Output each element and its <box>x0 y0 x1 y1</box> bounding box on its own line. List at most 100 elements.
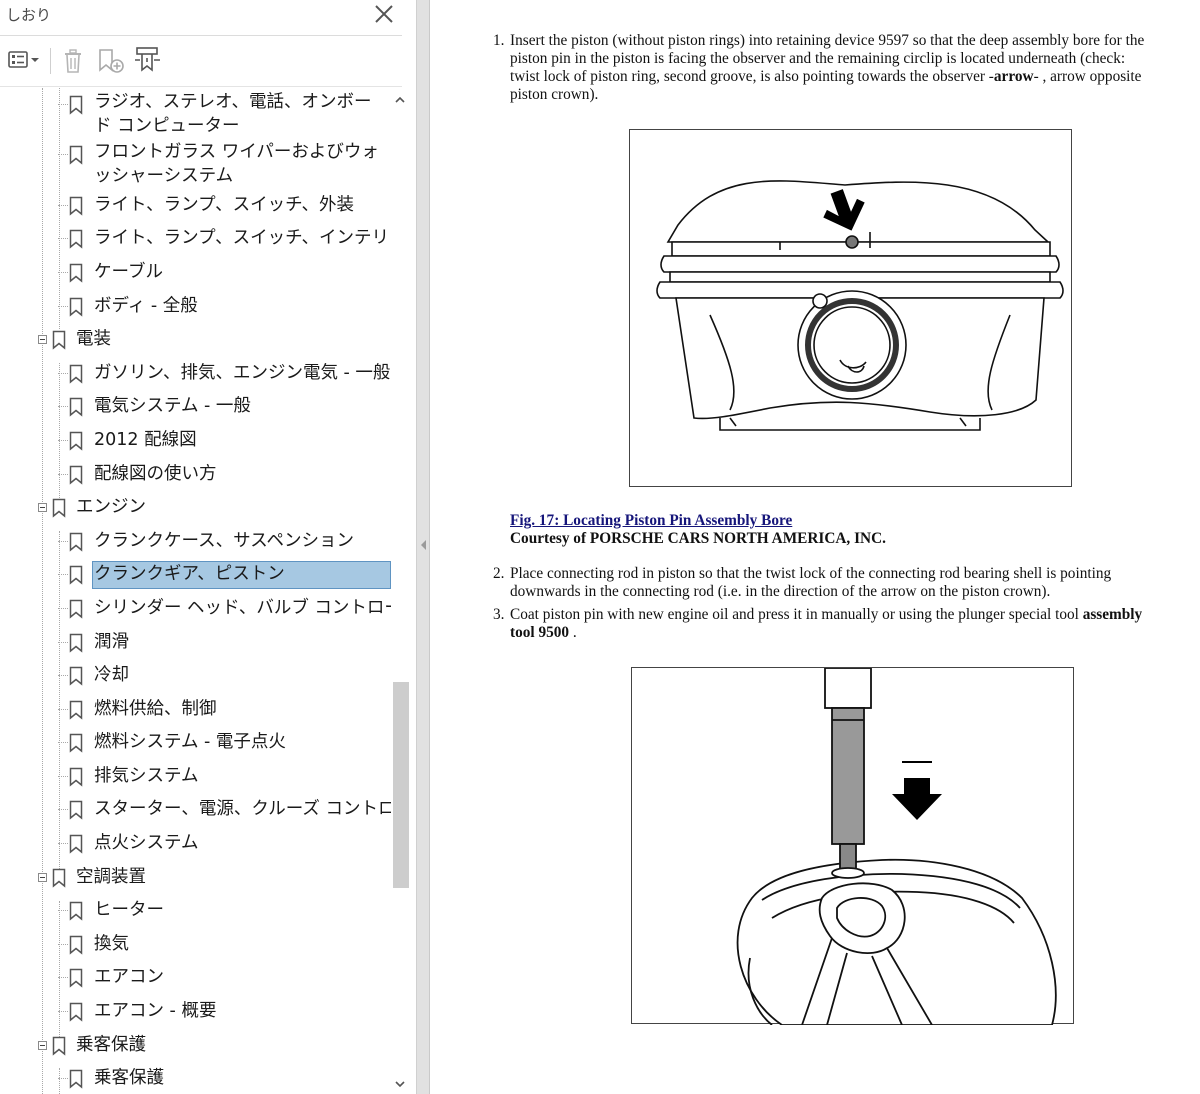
bookmark-label: ガソリン、排気、エンジン電気 - 一般 <box>94 362 391 383</box>
tree-branch-line <box>58 406 68 408</box>
bookmark-item[interactable]: 冷却 <box>0 659 392 693</box>
step-line: Place connecting rod in piston so that t… <box>510 565 1112 582</box>
bookmark-item[interactable]: ガソリン、排気、エンジン電気 - 一般 <box>0 357 392 391</box>
figure-assembly-tool <box>631 667 1074 1026</box>
delete-bookmark-icon[interactable] <box>60 44 86 76</box>
bookmark-item[interactable]: 燃料供給、制御 <box>0 693 392 727</box>
bookmark-item[interactable]: 配線図の使い方 <box>0 458 392 492</box>
bookmark-item[interactable]: 電気システム - 一般 <box>0 390 392 424</box>
document-page: 1. Insert the piston (without piston rin… <box>431 0 1200 1094</box>
toolbar-bottom-divider <box>0 86 402 87</box>
bookmark-item[interactable]: 排気システム <box>0 760 392 794</box>
bookmark-item[interactable]: ライト、ランプ、スイッチ、インテリア <box>0 222 392 256</box>
bookmark-label: クランクケース、サスペンション <box>94 530 355 551</box>
bookmark-icon <box>69 196 83 216</box>
bookmark-item[interactable]: 換気 <box>0 928 392 962</box>
collapse-toggle-icon[interactable] <box>38 1040 47 1050</box>
new-bookmark-icon[interactable] <box>96 44 126 76</box>
bookmark-tree: ラジオ、ステレオ、電話、オンボード コンピューターフロントガラス ワイパーおよび… <box>0 88 392 1094</box>
bookmark-label: 換気 <box>94 933 129 954</box>
step-number: 2. <box>493 565 505 582</box>
bookmark-item[interactable]: ヒーター <box>0 894 392 928</box>
bookmark-icon <box>69 800 83 821</box>
bookmark-group[interactable]: 空調装置 <box>0 861 392 895</box>
bookmark-item[interactable]: フロントガラス ワイパーおよびウォッシャーシステム <box>0 138 392 188</box>
bookmark-group[interactable]: エンジン <box>0 491 392 525</box>
step-line: piston crown). <box>510 86 599 103</box>
piston-illustration <box>656 180 1064 431</box>
bookmark-icon <box>52 868 66 888</box>
bookmark-item[interactable]: ライト、ランプ、スイッチ、外装 <box>0 189 392 223</box>
bookmark-icon <box>69 263 83 283</box>
bookmark-group[interactable]: 乗客保護 <box>0 1029 392 1063</box>
step-number: 3. <box>493 606 505 623</box>
bookmark-icon <box>69 901 83 921</box>
collapse-toggle-icon[interactable] <box>38 503 47 513</box>
tree-branch-line <box>58 910 68 912</box>
bookmark-item[interactable]: ラジオ、ステレオ、電話、オンボード コンピューター <box>0 88 392 138</box>
tree-branch-line <box>58 607 68 609</box>
bookmark-item[interactable]: クランクギア、ピストン <box>0 558 392 592</box>
figure-17-caption-link[interactable]: Fig. 17: Locating Piston Pin Assembly Bo… <box>510 512 793 529</box>
step-line: Coat piston pin with new engine oil and … <box>510 606 1142 624</box>
bookmark-icon <box>69 700 83 720</box>
bookmark-label: 2012 配線図 <box>94 429 197 450</box>
bookmark-item[interactable]: エアコン - 概要 <box>0 995 392 1029</box>
bookmark-icon <box>69 633 83 653</box>
bold-term: assembly <box>1082 606 1143 623</box>
collapse-toggle-icon[interactable] <box>38 872 47 882</box>
bookmark-item[interactable]: 潤滑 <box>0 626 392 660</box>
scroll-up-icon[interactable] <box>394 94 406 106</box>
bookmark-icon <box>69 229 83 249</box>
bookmark-label: ヒーター <box>94 900 164 921</box>
close-icon[interactable] <box>372 2 396 26</box>
bookmark-item[interactable]: スターター、電源、クルーズ コントロール <box>0 793 392 827</box>
bookmark-icon <box>69 364 83 384</box>
bookmark-icon <box>69 397 83 417</box>
bookmark-item[interactable]: シリンダー ヘッド、バルブ コントロール <box>0 592 392 626</box>
list-options-icon[interactable] <box>6 44 42 76</box>
bookmark-icon <box>69 666 83 686</box>
tree-branch-line <box>58 675 68 677</box>
bookmark-item[interactable]: クランクケース、サスペンション <box>0 525 392 559</box>
bookmark-item[interactable]: 燃料システム - 電子点火 <box>0 726 392 760</box>
step-text: Insert the piston (without piston rings)… <box>510 32 1144 104</box>
bookmark-icon <box>69 935 83 955</box>
collapse-panel-icon[interactable] <box>421 540 426 550</box>
figure-piston <box>629 129 1072 487</box>
bookmark-item[interactable]: ボディ - 全般 <box>0 290 392 324</box>
collapse-toggle-icon[interactable] <box>38 335 47 345</box>
scroll-down-icon[interactable] <box>394 1078 406 1090</box>
bookmark-item[interactable]: エアコン <box>0 961 392 995</box>
bookmark-label: 冷却 <box>94 665 129 686</box>
scrollbar-thumb[interactable] <box>393 682 409 888</box>
tree-branch-line <box>58 372 68 374</box>
toolbar-divider <box>50 48 51 74</box>
bookmark-toolbar <box>0 42 400 80</box>
panel-splitter[interactable] <box>416 0 430 1094</box>
text-run: Coat piston pin with new engine oil and … <box>510 606 1083 623</box>
bookmark-item[interactable]: 乗客保護 <box>0 1062 392 1094</box>
bookmark-group[interactable]: 電装 <box>0 323 392 357</box>
bookmark-item[interactable]: 点火システム <box>0 827 392 861</box>
tree-branch-line <box>58 574 68 576</box>
tree-guide-line <box>59 1068 60 1094</box>
bookmark-label: ラジオ、ステレオ、電話、オンボード コンピューター <box>94 92 372 136</box>
text-run: twist lock of piston ring, second groove… <box>510 68 994 85</box>
bookmark-label: 点火システム <box>94 833 199 854</box>
bookmark-label: スターター、電源、クルーズ コントロール <box>94 799 392 820</box>
tree-branch-line <box>58 154 68 156</box>
tree-branch-line <box>58 473 68 475</box>
expand-bookmark-icon[interactable] <box>132 44 164 76</box>
bookmark-icon <box>69 599 83 619</box>
bookmark-icon <box>69 465 83 485</box>
panel-scrollbar[interactable] <box>391 88 410 1094</box>
bookmark-icon <box>69 1069 83 1089</box>
bookmark-label: ライト、ランプ、スイッチ、外装 <box>94 194 355 215</box>
tree-branch-line <box>58 305 68 307</box>
bookmark-label: クランクギア、ピストン <box>94 564 285 585</box>
bookmark-item[interactable]: ケーブル <box>0 256 392 290</box>
bookmark-item[interactable]: 2012 配線図 <box>0 424 392 458</box>
bookmark-label: 乗客保護 <box>94 1068 164 1089</box>
bookmark-label: 燃料供給、制御 <box>94 698 217 719</box>
